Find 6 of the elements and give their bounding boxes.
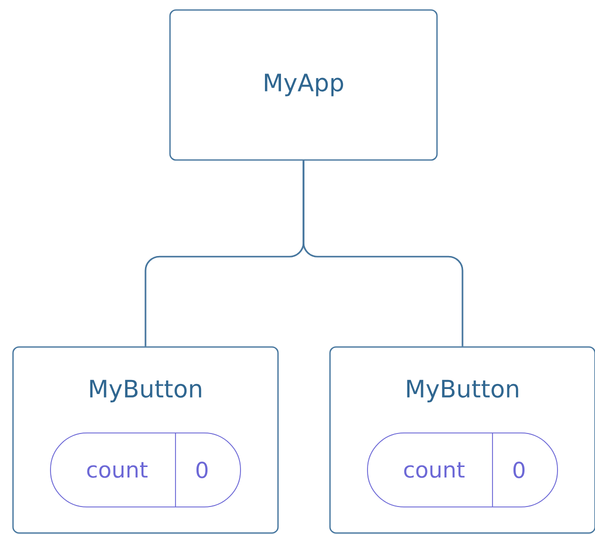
state-name: count bbox=[87, 462, 148, 478]
state-value: 0 bbox=[513, 462, 525, 478]
component-box: MyApp bbox=[169, 9, 438, 161]
state-value: 0 bbox=[196, 462, 208, 478]
state-name: count bbox=[404, 462, 465, 478]
connector-line bbox=[302, 160, 464, 346]
